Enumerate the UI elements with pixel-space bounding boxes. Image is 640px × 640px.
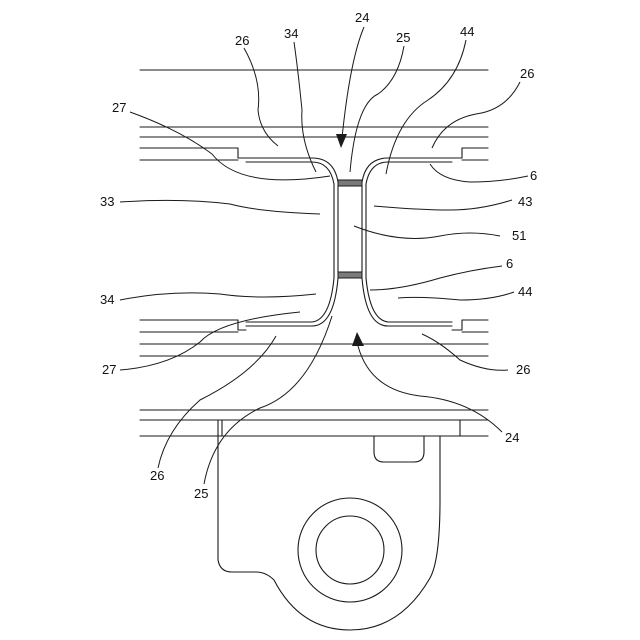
label-27-bottom: 27 xyxy=(102,362,116,377)
label-6-top: 6 xyxy=(530,168,537,183)
label-27-top: 27 xyxy=(112,100,126,115)
label-34-bottom: 34 xyxy=(100,292,114,307)
label-34-top: 34 xyxy=(284,26,298,41)
label-25-bottom: 25 xyxy=(194,486,208,501)
label-33: 33 xyxy=(100,194,114,209)
label-24-bottom: 24 xyxy=(505,430,519,445)
label-6-mid: 6 xyxy=(506,256,513,271)
lower-right-flange xyxy=(362,272,452,326)
upper-left-flange xyxy=(246,158,338,272)
label-44-top: 44 xyxy=(460,24,474,39)
upper-right-flange xyxy=(362,158,452,272)
reference-numerals: 24 26 34 25 44 26 27 6 33 43 51 6 34 44 … xyxy=(100,10,537,501)
leader-lines xyxy=(120,40,528,484)
bracket xyxy=(140,410,488,630)
label-26-bottom-left: 26 xyxy=(150,468,164,483)
label-51: 51 xyxy=(512,228,526,243)
label-26-top-right: 26 xyxy=(520,66,534,81)
label-44-bottom: 44 xyxy=(518,284,532,299)
upper-plate xyxy=(140,70,488,160)
arrow-top xyxy=(336,27,364,148)
label-24-top: 24 xyxy=(355,10,369,25)
label-26-top-left: 26 xyxy=(235,33,249,48)
weld-neck xyxy=(338,180,362,278)
label-26-bottom-right: 26 xyxy=(516,362,530,377)
label-43: 43 xyxy=(518,194,532,209)
label-25-top: 25 xyxy=(396,30,410,45)
arrow-bottom xyxy=(352,332,502,432)
